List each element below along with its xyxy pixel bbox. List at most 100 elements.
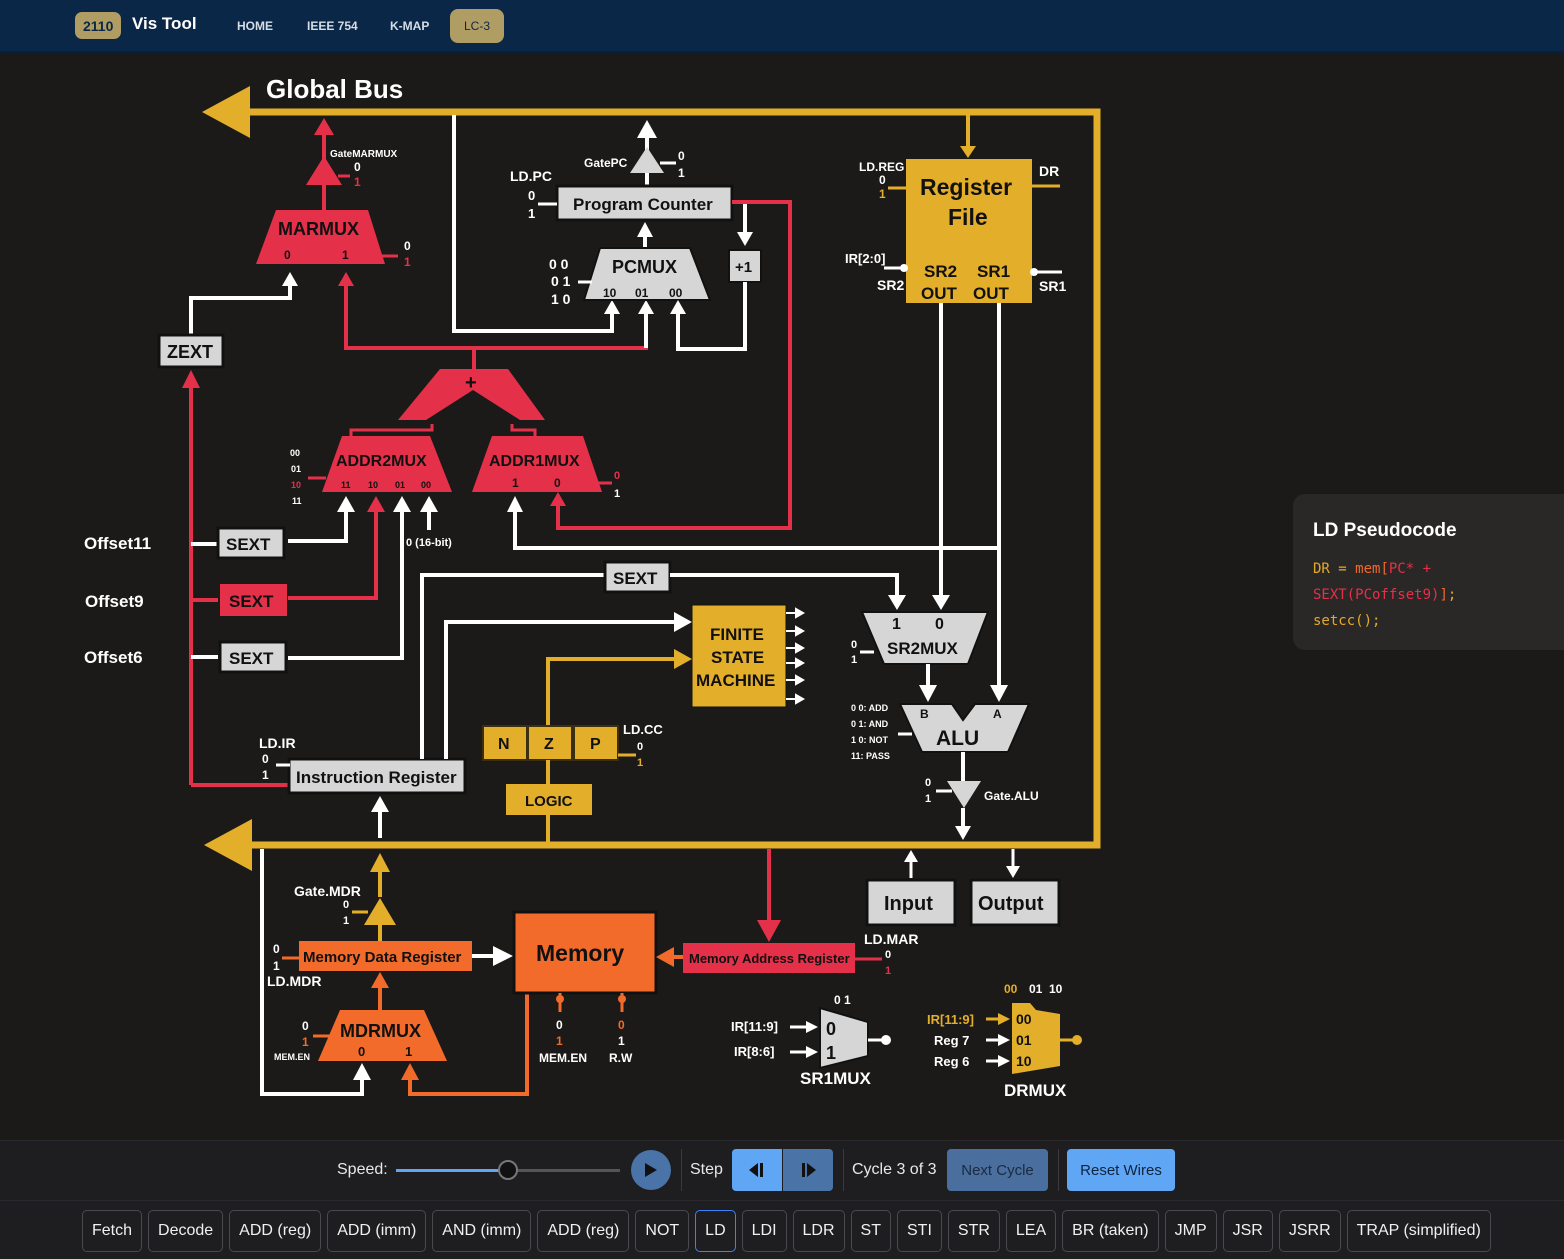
pcmux-sel-10: 1 0 — [551, 291, 571, 307]
instruction-button[interactable]: STI — [897, 1210, 942, 1252]
step-back-button[interactable] — [732, 1149, 782, 1191]
drmux-in-00: 00 — [1016, 1011, 1032, 1027]
addr2mux-label: ADDR2MUX — [336, 453, 427, 470]
reset-wires-button[interactable]: Reset Wires — [1067, 1149, 1175, 1191]
input-label: Input — [884, 893, 933, 915]
play-button[interactable] — [631, 1150, 671, 1190]
register-file-title2: File — [948, 204, 988, 230]
addr2mux-in-01: 01 — [395, 480, 405, 490]
mdrmux-label: MDRMUX — [340, 1021, 421, 1041]
addr2mux-in-00: 00 — [421, 480, 431, 490]
instruction-button[interactable]: LD — [695, 1210, 736, 1252]
brand-name[interactable]: Vis Tool — [132, 14, 197, 33]
step-forward-icon — [802, 1163, 816, 1177]
sext-offset6-box — [218, 640, 288, 674]
mdrmux-sel-label: MEM.EN — [274, 1052, 310, 1062]
rf-sr1out-2: OUT — [973, 284, 1010, 303]
instruction-button[interactable]: JSR — [1222, 1210, 1273, 1252]
alu-a: A — [993, 707, 1002, 721]
gate-mdr-triangle — [364, 898, 396, 925]
pseudocode-body: DR = mem[PC* + SEXT(PCoffset9)]; setcc()… — [1313, 556, 1563, 634]
addr1mux-label: ADDR1MUX — [489, 453, 580, 470]
instruction-button[interactable]: ST — [850, 1210, 891, 1252]
gate-marmux-triangle — [306, 156, 342, 185]
instruction-button[interactable]: LDI — [741, 1210, 787, 1252]
ld-reg-v1: 1 — [879, 187, 886, 201]
next-cycle-button[interactable]: Next Cycle — [947, 1149, 1048, 1191]
zero-16bit-label: 0 (16-bit) — [406, 537, 452, 549]
instruction-button[interactable]: ADD (imm) — [327, 1210, 427, 1252]
speed-slider-thumb[interactable] — [498, 1160, 518, 1180]
nav-ieee754[interactable]: IEEE 754 — [307, 19, 358, 33]
instruction-button[interactable]: LEA — [1005, 1210, 1057, 1252]
marmux-shape — [256, 210, 385, 264]
pcmux-in-01: 01 — [635, 286, 649, 300]
instruction-button[interactable]: TRAP (simplified) — [1346, 1210, 1491, 1252]
mem-en-v0: 0 — [556, 1018, 563, 1032]
addr2mux-sel-11: 11 — [292, 496, 302, 506]
instruction-button[interactable]: Decode — [148, 1210, 224, 1252]
offset9-label: Offset9 — [85, 592, 144, 611]
drmux-shape — [1012, 1003, 1060, 1074]
instruction-button[interactable]: NOT — [635, 1210, 690, 1252]
drmux-sel-01: 01 — [1029, 982, 1043, 996]
speed-label: Speed: — [337, 1161, 388, 1178]
rw-v1: 1 — [618, 1034, 625, 1048]
gate-mdr-v1: 1 — [343, 915, 349, 927]
ld-pc-v0: 0 — [528, 188, 535, 203]
sr1-label: SR1 — [1039, 278, 1066, 294]
sext-offset9-box — [220, 584, 287, 616]
nav-lc3[interactable]: LC-3 — [450, 9, 504, 43]
nav-home[interactable]: HOME — [237, 19, 273, 33]
divider — [1058, 1149, 1059, 1191]
gate-pc-v0: 0 — [678, 149, 685, 163]
instruction-button[interactable]: Fetch — [82, 1210, 143, 1252]
instruction-button[interactable]: BR (taken) — [1062, 1210, 1159, 1252]
step-back-icon — [749, 1163, 763, 1177]
instruction-button[interactable]: JMP — [1164, 1210, 1217, 1252]
mdr-box — [299, 941, 472, 971]
instruction-button[interactable]: LDR — [792, 1210, 845, 1252]
mdrmux-v0: 0 — [302, 1019, 309, 1033]
marmux-sel0: 0 — [404, 239, 411, 253]
step-forward-button[interactable] — [783, 1149, 833, 1191]
pseudocode-card: LD Pseudocode DR = mem[PC* + SEXT(PCoffs… — [1293, 494, 1564, 650]
instruction-button[interactable]: JSRR — [1278, 1210, 1341, 1252]
nav-kmap[interactable]: K-MAP — [390, 19, 430, 33]
memory-label: Memory — [536, 940, 624, 966]
instruction-register-box — [287, 757, 467, 795]
ld-cc-v0: 0 — [637, 741, 643, 753]
gate-pc-v1: 1 — [678, 166, 685, 180]
divider — [681, 1149, 682, 1191]
cc-z-label: Z — [544, 736, 554, 753]
speed-slider[interactable] — [396, 1160, 620, 1180]
addr2mux-sel-10: 10 — [291, 480, 301, 490]
pc-group: GatePC 0 1 Program Counter LD.PC 0 1 PCM… — [510, 120, 792, 530]
sr1mux-label: SR1MUX — [800, 1069, 872, 1088]
instruction-button[interactable]: ADD (reg) — [229, 1210, 322, 1252]
pseudocode-title: LD Pseudocode — [1313, 520, 1457, 541]
drmux-src-reg6: Reg 6 — [934, 1054, 969, 1069]
marmux-in0: 0 — [284, 248, 291, 262]
instruction-button[interactable]: ADD (reg) — [537, 1210, 630, 1252]
ld-ir-v0: 0 — [262, 752, 269, 766]
code-dr: DR — [1313, 561, 1330, 577]
mdrmux-v1: 1 — [302, 1035, 309, 1049]
code-mem: mem[ — [1355, 561, 1389, 577]
fsm-box — [691, 604, 787, 708]
sext-imm5-label: SEXT — [613, 569, 658, 588]
bus-arrow-top — [202, 86, 250, 138]
rf-sr2out-1: SR2 — [924, 262, 957, 281]
instruction-button[interactable]: AND (imm) — [432, 1210, 532, 1252]
brand-badge[interactable]: 2110 — [75, 12, 122, 39]
sr1mux-sel: 0 1 — [834, 993, 851, 1007]
alu-op-not: 1 0: NOT — [851, 735, 889, 745]
rf-sr1out-1: SR1 — [977, 262, 1010, 281]
sr2mux-in1: 1 — [892, 616, 901, 633]
instruction-button[interactable]: STR — [947, 1210, 1000, 1252]
drmux-sel-10: 10 — [1049, 982, 1063, 996]
fsm-line3: MACHINE — [696, 671, 775, 690]
sr1mux-src-ir11-9: IR[11:9] — [731, 1019, 778, 1034]
address-adder — [398, 369, 545, 420]
gate-alu-v0: 0 — [925, 777, 931, 789]
